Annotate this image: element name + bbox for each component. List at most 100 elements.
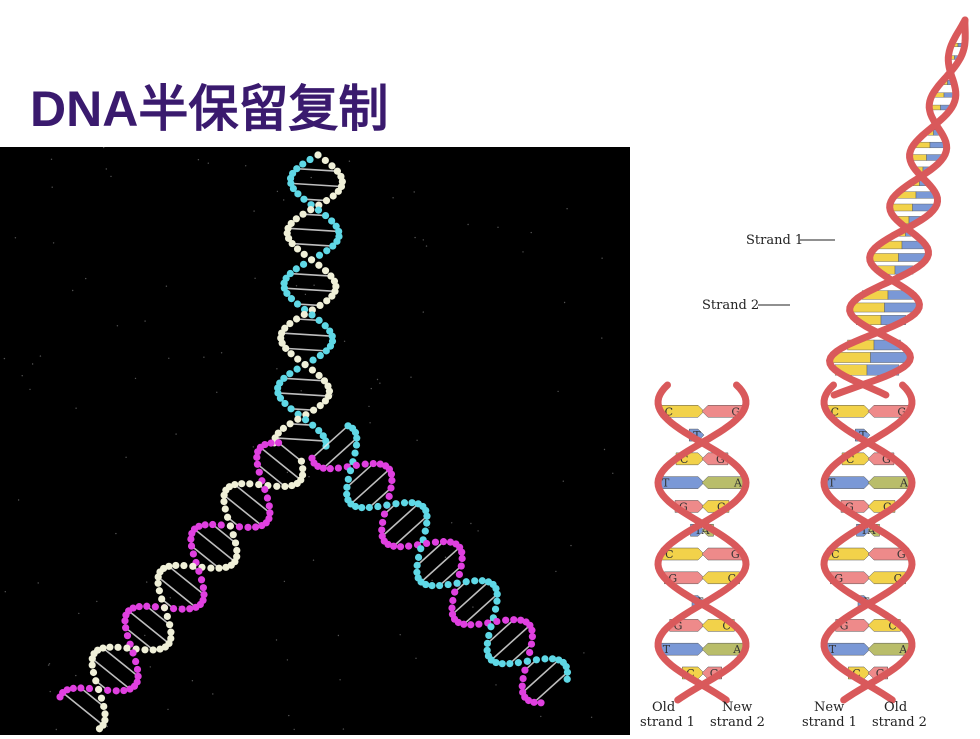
helix-bead [351,449,359,457]
background-speck [216,391,218,393]
helix-bead [69,684,77,692]
base-letter: G [897,548,906,561]
helix-bead [343,483,351,491]
helix-rung [303,198,327,202]
base-letter: G [716,453,725,466]
background-speck [168,357,170,359]
helix-bead [322,347,330,355]
helix-bead [288,481,296,490]
helix-bead [321,267,330,275]
helix-bead [101,710,109,718]
helix-bead [192,603,200,611]
helix-bead [294,190,302,198]
background-speck [416,439,418,441]
background-speck [368,405,370,408]
helix-rung [80,687,105,708]
helix-bead [126,685,134,693]
helix-bead [387,470,396,478]
background-speck [286,659,289,661]
helix-bead [299,260,308,268]
helix-bead [392,500,400,508]
helix-bead [307,206,315,214]
background-speck [21,375,23,377]
helix-bead [334,187,342,195]
helix-bead [329,242,337,250]
helix-bead [449,596,457,605]
background-speck [603,448,606,451]
base-letter: T [694,524,702,537]
background-speck [530,231,532,234]
helix-bead [431,538,440,546]
background-speck [47,664,50,666]
background-speck [444,556,447,558]
helix-bead [197,576,206,584]
helix-bead [423,519,431,527]
helix-bead [422,580,430,589]
helix-bead [209,520,217,529]
helix-rung [533,671,568,703]
background-speck [557,390,559,393]
helix-bead [246,480,254,488]
background-speck [470,522,472,525]
background-speck [75,407,77,409]
helix-bead [387,484,395,492]
background-speck [253,210,255,212]
helix-bead [292,265,300,273]
base-letter: C [846,453,854,466]
helix-bead [267,439,275,447]
helix-rung [296,318,320,322]
helix-bead [283,289,291,297]
background-speck [254,277,256,279]
helix-bead [95,725,104,733]
helix-bead [527,640,536,648]
helix-bead [358,503,366,512]
background-speck [75,674,77,677]
helix-bead [518,682,526,690]
helix-bead [413,561,421,569]
background-speck [125,456,127,458]
helix-bead [255,480,263,489]
helix-bead [328,162,336,170]
helix-bead [189,562,197,570]
helix-bead [475,620,483,628]
helix-bead [178,605,186,613]
helix-rung [416,541,445,566]
helix-bead [121,617,129,625]
helix-bead [258,521,266,530]
helix-bead [220,491,228,499]
helix-bead [226,522,235,530]
background-speck [612,472,614,474]
helix-bead [510,616,518,624]
helix-bead [265,502,273,510]
helix-bead [129,649,137,657]
background-speck [566,208,568,210]
background-speck [337,634,340,637]
background-speck [48,663,51,665]
background-speck [50,158,53,160]
base-letter: G [679,500,688,513]
helix-bead [422,539,431,548]
background-speck [431,579,433,582]
helix-bead [266,509,274,517]
helix-bead [255,468,263,476]
helix-bead [314,206,323,214]
helix-bead [274,439,283,447]
left-daughter-helix [56,439,307,733]
helix-bead [329,192,337,200]
base-letter: C [831,548,839,561]
background-speck [522,251,524,253]
helix-bead [287,295,296,303]
background-speck [110,175,112,178]
base-letter: C [717,500,725,513]
base-letter: C [894,572,902,585]
label-old-strand1-b: strand 1 [640,715,695,730]
base-letter: T [662,477,670,490]
background-speck [275,639,278,641]
helix-bead [361,460,369,468]
base-letter: T [693,429,701,442]
background-speck [312,559,315,561]
helix-bead [385,492,393,500]
helix-bead [457,562,465,570]
helix-bead [439,538,448,546]
